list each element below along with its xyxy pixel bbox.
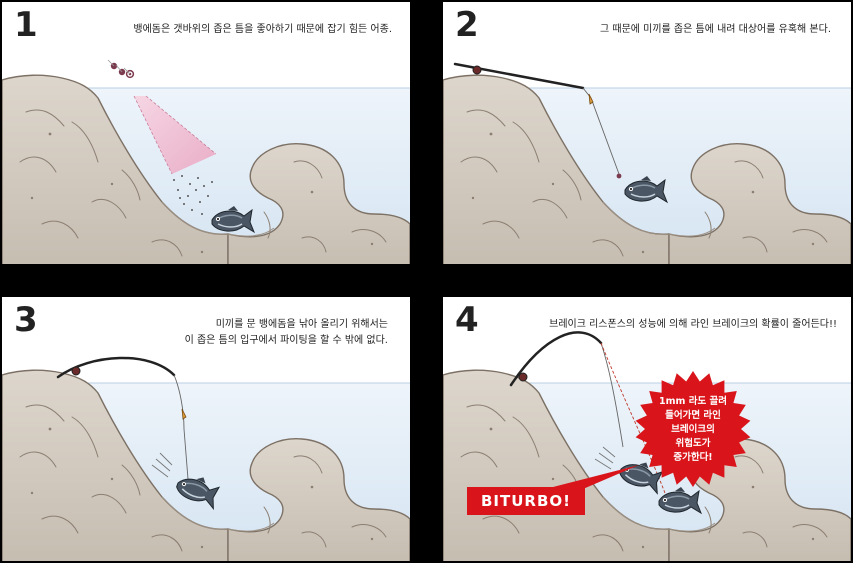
panel-caption: 미끼를 문 뱅에돔을 낚아 올리기 위해서는 이 좁은 틈의 입구에서 파이팅을…	[185, 317, 388, 349]
panel-caption: 뱅에돔은 갯바위의 좁은 틈을 좋아하기 때문에 잡기 힘든 어종.	[133, 24, 392, 35]
fishing-line	[600, 342, 624, 448]
burst-line: 위험도가	[675, 438, 711, 449]
bent-fishing-rod	[56, 356, 176, 379]
panel-caption: 브레이크 리스폰스의 성능에 의해 라인 브레이크의 확률이 줄어든다!!	[549, 319, 837, 330]
panel-2-scene	[443, 62, 851, 264]
burst-line: 증가한다!	[673, 452, 713, 463]
chum-particles	[173, 175, 213, 215]
panel-3-scene	[2, 356, 410, 561]
float	[181, 408, 187, 420]
burst-line: 들어가면 라인	[665, 410, 721, 421]
motion-lines	[151, 452, 173, 478]
bait	[616, 173, 622, 179]
float	[588, 93, 594, 105]
fishing-rod	[453, 62, 585, 90]
bent-fishing-rod	[509, 331, 603, 387]
motion-lines	[594, 446, 616, 470]
fishing-line	[173, 374, 189, 480]
burst-line: 브레이크의	[671, 424, 715, 435]
caption-line: 미끼를 문 뱅에돔을 낚아 올리기 위해서는	[215, 319, 388, 330]
warning-burst-text: 1mm 라도 끌려 들어가면 라인 브레이크의 위험도가 증가한다!	[647, 395, 739, 465]
panel-number: 3	[14, 300, 38, 340]
panel-number: 1	[14, 5, 38, 45]
warning-burst	[635, 371, 751, 487]
panel-3: 3 미끼를 문 뱅에돔을 낚아 올리기 위해서는 이 좁은 틈의 입구에서 파이…	[2, 297, 410, 561]
falling-bait-pellets	[107, 59, 135, 79]
panel-1: 1 뱅에돔은 갯바위의 좁은 틈을 좋아하기 때문에 잡기 힘든 어종.	[2, 2, 410, 264]
panel-number: 2	[455, 5, 479, 45]
burst-line: 1mm 라도 끌려	[659, 396, 727, 407]
chum-spread-cone	[134, 96, 216, 174]
panel-1-scene	[2, 59, 410, 264]
caption-line: 이 좁은 틈의 입구에서 파이팅을 할 수 밖에 없다.	[184, 335, 388, 346]
brand-label: BITURBO!	[467, 487, 585, 515]
panel-2: 2 그 때문에 미끼를 좁은 틈에 내려 대상어를 유혹해 본다.	[443, 2, 851, 264]
panel-number: 4	[455, 300, 479, 340]
panel-4: 4 브레이크 리스폰스의 성능에 의해 라인 브레이크의 확률이 줄어든다!! …	[443, 297, 851, 561]
panel-caption: 그 때문에 미끼를 좁은 틈에 내려 대상어를 유혹해 본다.	[599, 24, 831, 35]
